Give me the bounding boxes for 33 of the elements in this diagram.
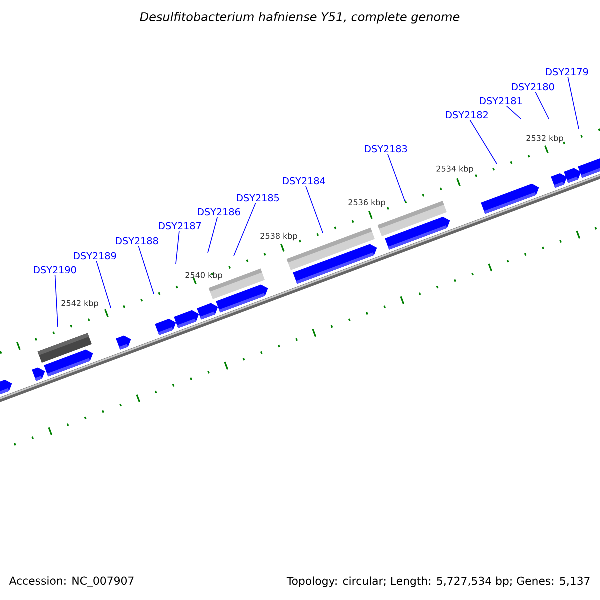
leader-line bbox=[306, 186, 324, 234]
leader-line bbox=[208, 216, 218, 254]
gene-label: DSY2187 bbox=[159, 222, 202, 230]
gene-label: DSY2186 bbox=[198, 208, 240, 216]
gene-label: DSY2179 bbox=[546, 68, 588, 76]
gene-label: DSY2190 bbox=[34, 266, 76, 274]
gene-label: DSY2184 bbox=[283, 177, 326, 185]
leader-line bbox=[138, 246, 154, 294]
leader-line bbox=[506, 106, 522, 120]
gene-label: DSY2188 bbox=[116, 237, 158, 245]
scale-label: 2540 kbp bbox=[186, 272, 222, 280]
leader-line bbox=[54, 274, 58, 328]
leader-line bbox=[470, 120, 498, 164]
footer-text: Topology: circular; Length: 5,727,534 bp; Genes: 5,137 bbox=[286, 576, 590, 588]
leader-line bbox=[234, 202, 256, 256]
leader-line bbox=[176, 230, 180, 264]
title: Desulfitobacterium hafniense Y51, complete genome bbox=[140, 12, 460, 24]
scale-label: 2538 kbp bbox=[260, 232, 298, 241]
gene-label: DSY2189 bbox=[74, 252, 116, 260]
gene-label: DSY2183 bbox=[365, 145, 408, 153]
scale-label: 2542 kbp bbox=[62, 300, 98, 308]
leader-line bbox=[535, 92, 550, 120]
leader-line bbox=[388, 154, 406, 202]
gene-label: DSY2180 bbox=[512, 83, 554, 91]
scale-label: 2534 kbp bbox=[436, 166, 474, 174]
gene-label: DSY2182 bbox=[446, 111, 488, 119]
leader-line bbox=[96, 260, 112, 308]
gene-label: DSY2181 bbox=[480, 97, 522, 105]
scale-label: 2536 kbp bbox=[348, 199, 386, 208]
footer-text: Accession: NC_007907 bbox=[9, 576, 134, 588]
leader-line bbox=[568, 76, 580, 130]
scale-label: 2532 kbp bbox=[526, 135, 564, 143]
gene-label: DSY2185 bbox=[237, 194, 280, 202]
